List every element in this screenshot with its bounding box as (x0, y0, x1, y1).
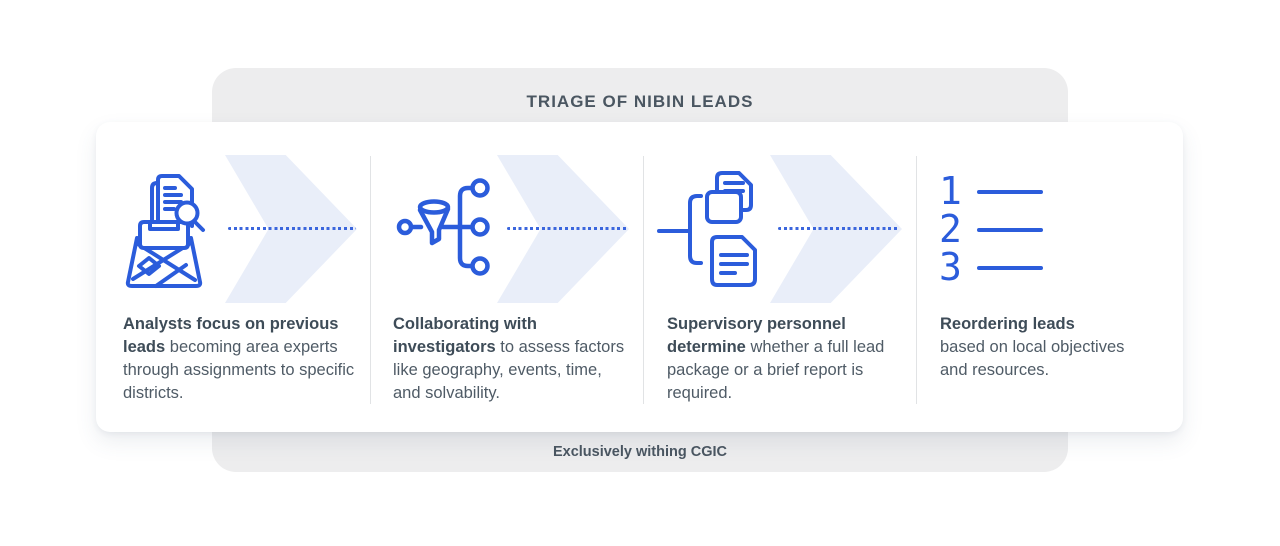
step-column-3: Supervisory personnel determine whether … (644, 122, 917, 432)
list-rule (977, 266, 1043, 270)
column-divider (643, 156, 644, 404)
numbered-list-icon: 1 2 3 (939, 172, 1043, 286)
step-description-bold: Supervisory personnel determine (667, 315, 846, 356)
funnel-routing-icon (393, 172, 505, 297)
step-column-4: 1 2 3 Reordering leads based on local ob… (917, 122, 1183, 432)
list-row: 2 (939, 210, 1043, 248)
inbox-document-search-icon (118, 168, 210, 297)
column-divider (370, 156, 371, 404)
step-description-bold: Collaborating with investigators (393, 315, 537, 356)
list-number: 3 (939, 245, 962, 289)
step-column-2: Collaborating with investigators to asse… (371, 122, 644, 432)
list-number: 1 (939, 169, 962, 213)
step-description-rest: whether a full lead package or a brief r… (667, 338, 885, 402)
dotted-connector (507, 227, 629, 230)
footer-caption: Exclusively withing CGIC (552, 444, 728, 460)
list-row: 1 (939, 172, 1043, 210)
report-decision-branch-icon (655, 165, 775, 300)
step-description-bold: Analysts focus on previous leads (123, 315, 339, 356)
step-description-rest: becoming area experts through assignment… (123, 338, 355, 402)
list-number: 2 (939, 207, 962, 251)
list-rule (977, 228, 1043, 232)
step-description-bold: Reordering leads (940, 315, 1075, 333)
dotted-connector (778, 227, 898, 230)
dotted-connector (228, 227, 356, 230)
flow-card: Analysts focus on previous leads becomin… (96, 122, 1183, 432)
step-description: Collaborating with investigators to asse… (393, 313, 629, 405)
list-row: 3 (939, 248, 1043, 286)
step-description-rest: to assess factors like geography, events… (393, 338, 625, 402)
step-description: Analysts focus on previous leads becomin… (123, 313, 359, 405)
page-title: TRIAGE OF NIBIN LEADS (526, 92, 754, 111)
step-description: Reordering leads based on local objectiv… (940, 313, 1155, 382)
step-description: Supervisory personnel determine whether … (667, 313, 903, 405)
column-divider (916, 156, 917, 404)
step-column-1: Analysts focus on previous leads becomin… (96, 122, 371, 432)
list-rule (977, 190, 1043, 194)
step-description-rest: based on local objectives and resources. (940, 338, 1125, 379)
